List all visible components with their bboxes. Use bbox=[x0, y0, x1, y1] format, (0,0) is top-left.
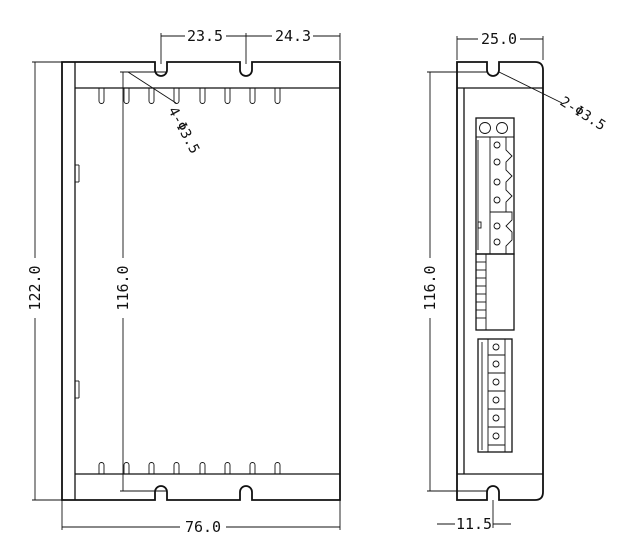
front-bottom-fins bbox=[98, 462, 281, 474]
side-signal-connector bbox=[477, 338, 513, 453]
dim-text-122-0: 122.0 bbox=[26, 265, 44, 310]
side-power-connector bbox=[475, 117, 515, 255]
dim-side-hole-offset: 11.5 bbox=[437, 500, 511, 533]
side-body-outline bbox=[456, 61, 544, 501]
dim-side-inner-height: 116.0 bbox=[421, 71, 488, 492]
dim-total-height: 122.0 bbox=[26, 61, 62, 501]
dim-text-76-0: 76.0 bbox=[185, 518, 221, 536]
dim-front-width: 76.0 bbox=[61, 500, 341, 536]
side-view: 25.0 2-Φ3.5 116.0 11.5 bbox=[421, 30, 608, 533]
front-top-fins bbox=[98, 88, 281, 104]
dim-text-116-0-front: 116.0 bbox=[114, 265, 132, 310]
callout-side-holes: 2-Φ3.5 bbox=[498, 71, 608, 134]
dim-text-25-0: 25.0 bbox=[481, 30, 517, 48]
front-body-outline bbox=[61, 61, 341, 501]
dim-text-11-5: 11.5 bbox=[456, 515, 492, 533]
dim-text-116-0-side: 116.0 bbox=[421, 265, 439, 310]
callout-text-4-holes: 4-Φ3.5 bbox=[164, 104, 202, 156]
front-view: 23.5 24.3 4-Φ3.5 122.0 116.0 bbox=[26, 27, 341, 536]
dim-side-width: 25.0 bbox=[456, 30, 544, 60]
callout-text-2-holes: 2-Φ3.5 bbox=[557, 94, 608, 134]
dim-text-23-5: 23.5 bbox=[187, 27, 223, 45]
dim-hole-spacing: 23.5 24.3 bbox=[160, 27, 341, 64]
dim-inner-height: 116.0 bbox=[114, 71, 166, 492]
side-dip-switch bbox=[475, 253, 515, 331]
callout-front-holes: 4-Φ3.5 bbox=[127, 71, 202, 157]
dim-text-24-3: 24.3 bbox=[275, 27, 311, 45]
